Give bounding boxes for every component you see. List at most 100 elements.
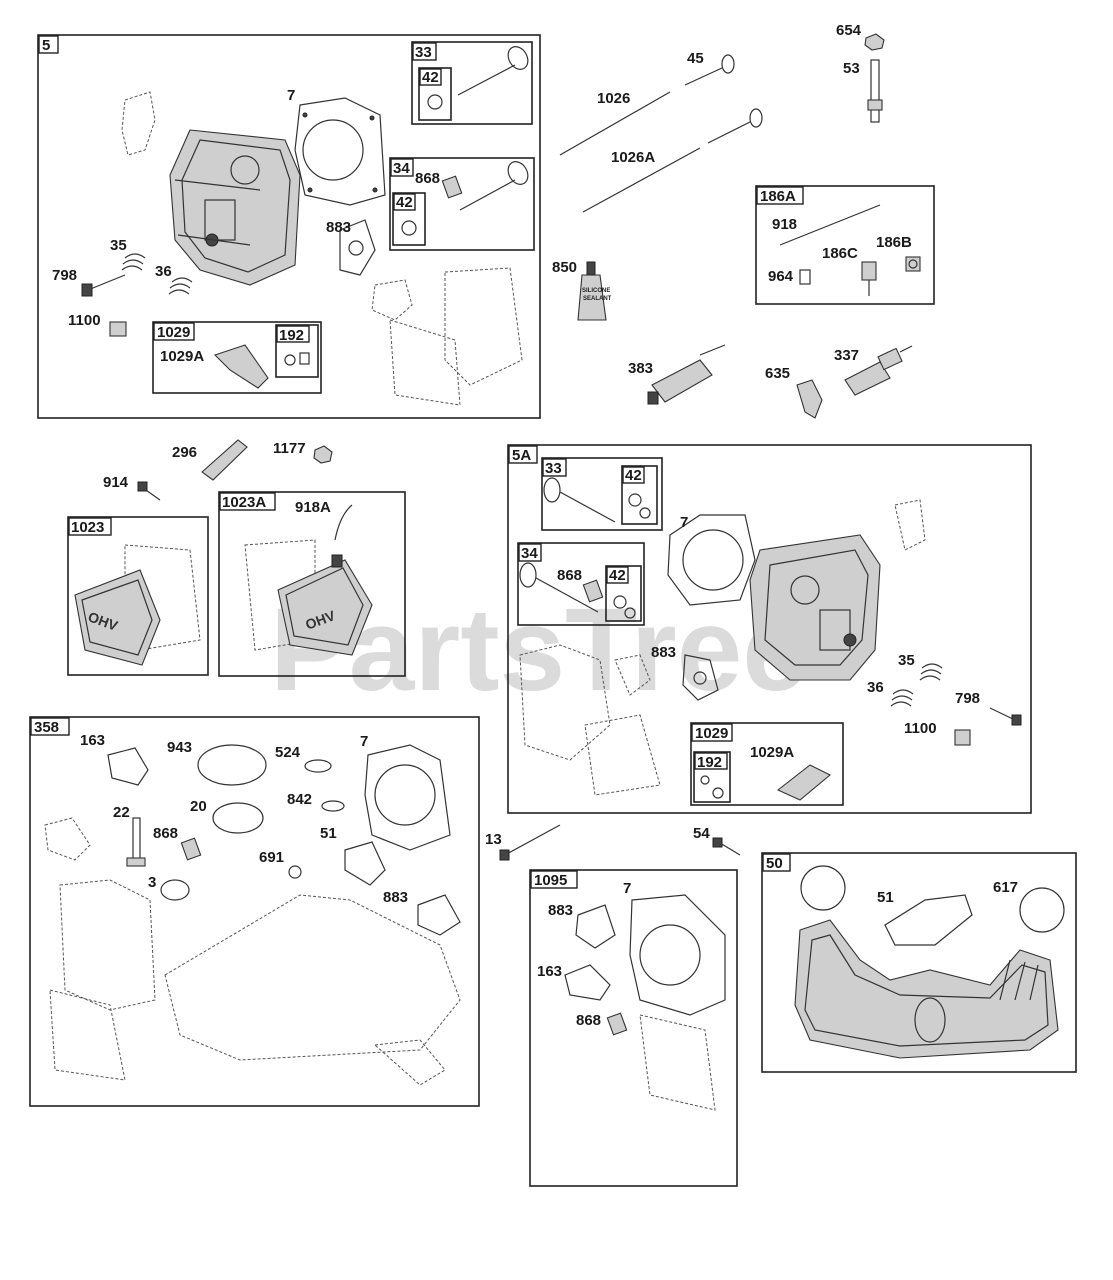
nut-192-b[interactable]: [712, 787, 724, 799]
screw-914[interactable]: [137, 481, 161, 501]
valve-33-b[interactable]: [543, 477, 616, 523]
gasket-dashed-1: [371, 279, 413, 321]
screw-192-a[interactable]: [299, 352, 310, 365]
group-1029-a-id: 1029: [157, 324, 190, 341]
stud-22[interactable]: [126, 817, 146, 867]
screw-192-b[interactable]: [700, 775, 710, 785]
callout-524: 524: [275, 744, 301, 761]
bolt-798-b[interactable]: [989, 707, 1022, 726]
valve-keeper-42-a[interactable]: [427, 94, 443, 110]
group-5A[interactable]: 5A 33 42 34 868 42: [507, 444, 1032, 814]
fitting-186B[interactable]: [905, 256, 921, 272]
sealant-tube-850[interactable]: SILICONE SEALANT: [577, 261, 612, 321]
pushrod-1026A[interactable]: [582, 147, 701, 213]
head-gasket-7-b[interactable]: [667, 514, 756, 606]
boot-635[interactable]: [796, 379, 823, 419]
gasket-51[interactable]: [344, 841, 386, 886]
spark-plug-337[interactable]: [844, 345, 913, 396]
callout-850: 850: [552, 259, 577, 276]
valve-spring-36[interactable]: [168, 277, 193, 295]
tool-383[interactable]: [647, 344, 726, 405]
group-50[interactable]: 50 51 617: [761, 852, 1077, 1073]
tube-296[interactable]: [201, 439, 248, 481]
callout-296: 296: [172, 444, 197, 461]
group-33-b[interactable]: 33 42: [541, 457, 663, 531]
valve-spring-35[interactable]: [121, 253, 146, 271]
head-gasket-7[interactable]: [294, 97, 386, 206]
head-gasket-7-c[interactable]: [364, 744, 451, 851]
pushrod-1026[interactable]: [559, 91, 671, 156]
oring-842[interactable]: [321, 800, 345, 812]
group-1023A-id: 1023A: [222, 494, 266, 511]
valve-cover-1023A[interactable]: OHV: [277, 554, 373, 656]
gasket-ring-left[interactable]: [800, 865, 846, 911]
callout-163-b: 163: [537, 963, 562, 980]
hose-918[interactable]: [779, 204, 881, 246]
valve-33-a[interactable]: [457, 43, 532, 96]
seal-868-b[interactable]: [582, 579, 604, 603]
gasket-883-d[interactable]: [575, 904, 616, 949]
valve-spring-35-b[interactable]: [919, 663, 943, 681]
gasket-163[interactable]: [107, 747, 149, 786]
group-34-a[interactable]: 34 868 42: [389, 157, 535, 251]
fitting-186C[interactable]: [861, 261, 877, 296]
hose-918A[interactable]: [334, 504, 353, 541]
bolt-798[interactable]: [81, 274, 126, 297]
gasket-51-b[interactable]: [884, 894, 973, 946]
group-5[interactable]: 5 7 35 36: [37, 34, 541, 419]
gasket-883-c[interactable]: [417, 894, 461, 936]
callout-883-d: 883: [548, 902, 573, 919]
oring-691[interactable]: [288, 865, 302, 879]
plug-964[interactable]: [799, 269, 811, 285]
group-42-a-id: 42: [422, 69, 439, 86]
group-1029-b[interactable]: 1029 1029A 192: [690, 722, 844, 806]
intake-manifold-50[interactable]: [794, 919, 1059, 1059]
gasket-163-b[interactable]: [564, 964, 611, 1001]
valve-34-a[interactable]: [459, 158, 532, 211]
nut-654[interactable]: [864, 33, 885, 51]
part-1100[interactable]: [109, 321, 127, 337]
cylinder-head-5[interactable]: [169, 129, 301, 286]
group-358[interactable]: 358 163 943 524 7 20 842 22 868 51 691 3…: [29, 716, 480, 1107]
group-1023A[interactable]: 1023A 918A OHV: [218, 491, 406, 677]
rocker-arm-1029A-a[interactable]: [213, 344, 269, 389]
group-33-a[interactable]: 33 42: [411, 41, 533, 125]
seal-868-a[interactable]: [441, 175, 463, 199]
callout-36-b: 36: [867, 679, 884, 696]
valve-spring-36-b[interactable]: [890, 689, 914, 707]
callout-186C: 186C: [822, 245, 858, 262]
group-186A[interactable]: 186A 918 186C 186B 964: [755, 185, 935, 305]
oring-943[interactable]: [197, 744, 267, 786]
lifter-45[interactable]: [684, 54, 763, 144]
nut-192-a[interactable]: [284, 354, 296, 366]
gasket-883[interactable]: [339, 219, 376, 276]
group-34-b[interactable]: 34 868 42: [517, 542, 645, 626]
part-1100-b[interactable]: [954, 729, 971, 746]
valve-keeper-42-b[interactable]: [401, 220, 417, 236]
seal-20[interactable]: [212, 802, 264, 834]
callout-45: 45: [687, 50, 704, 67]
sealant-label-1: SILICONE: [582, 288, 610, 294]
callout-1029A-b: 1029A: [750, 744, 794, 761]
gasket-617[interactable]: [1019, 887, 1065, 933]
valve-34-b[interactable]: [519, 562, 599, 613]
rocker-arm-1029A-b[interactable]: [776, 764, 831, 801]
callout-35-b: 35: [898, 652, 915, 669]
gasket-883-b[interactable]: [682, 654, 719, 701]
valve-cover-1023[interactable]: OHV: [74, 569, 161, 666]
seal-868-c[interactable]: [180, 837, 202, 861]
callout-883: 883: [326, 219, 351, 236]
nut-1177[interactable]: [313, 445, 333, 464]
seal-868-d[interactable]: [606, 1012, 628, 1036]
stud-53[interactable]: [867, 59, 883, 123]
screw-54[interactable]: [712, 837, 741, 856]
group-1029-a[interactable]: 1029 1029A 192: [152, 321, 322, 394]
callout-1026: 1026: [597, 90, 630, 107]
seal-3[interactable]: [160, 879, 190, 901]
head-gasket-7-d[interactable]: [629, 894, 726, 1016]
group-1095[interactable]: 1095 7 883 163 868: [529, 869, 738, 1187]
bolt-13[interactable]: [499, 824, 561, 861]
cylinder-head-5A[interactable]: [749, 534, 881, 681]
group-1023[interactable]: 1023 OHV: [67, 516, 209, 676]
oring-524[interactable]: [304, 759, 332, 773]
